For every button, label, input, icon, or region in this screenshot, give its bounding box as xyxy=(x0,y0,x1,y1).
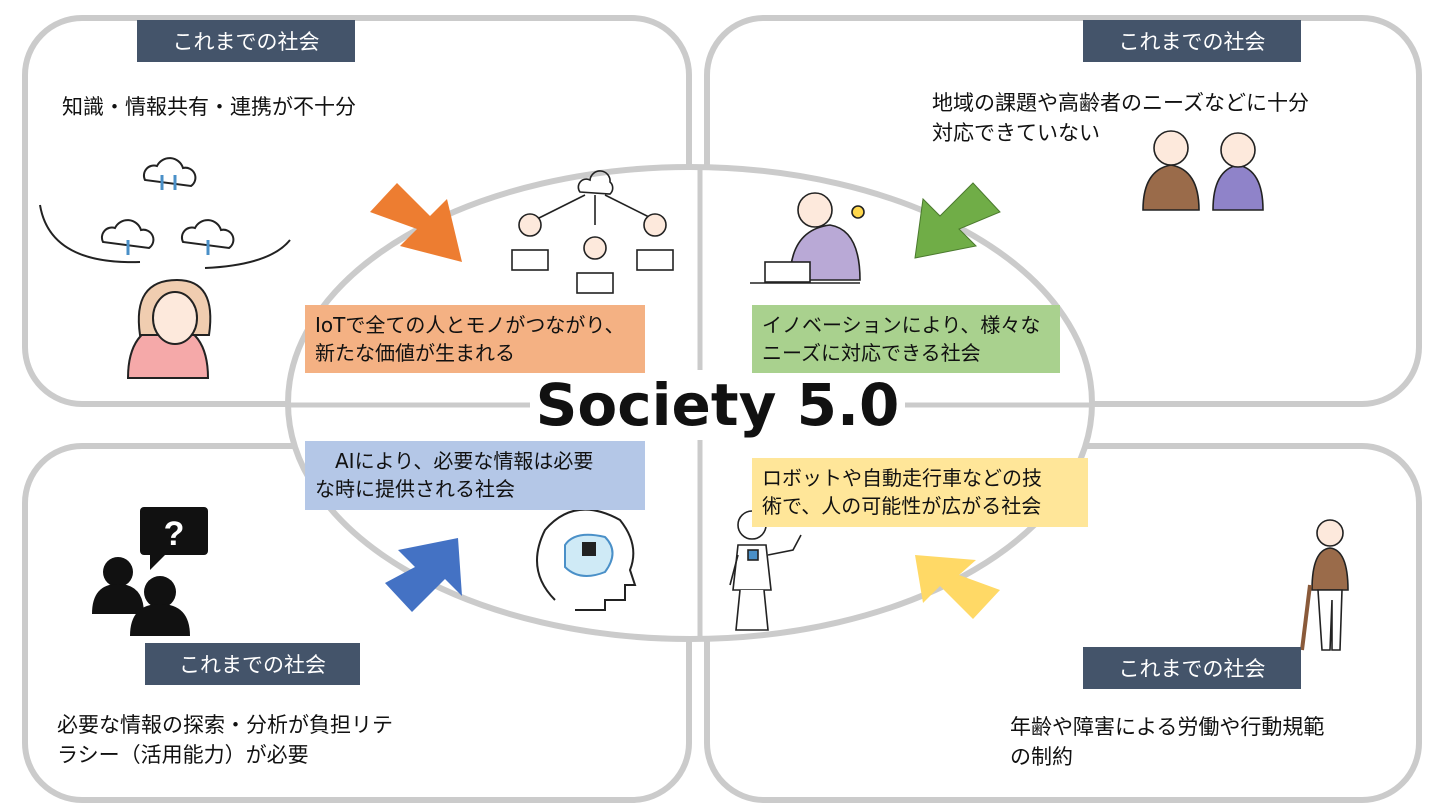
connected-people-illustration xyxy=(511,170,674,294)
text-line: 年齢や障害による労働や行動規範 xyxy=(1010,715,1325,739)
society-title: Society 5.0 xyxy=(530,370,905,440)
iot-box: IoTで全ての人とモノがつながり、 新たな価値が生まれる xyxy=(305,305,645,373)
tag-bottom-left: これまでの社会 xyxy=(145,643,360,685)
tag-top-left: これまでの社会 xyxy=(137,20,355,62)
top-right-text: 地域の課題や高齢者のニーズなどに十分 対応できていない xyxy=(932,88,1309,148)
woman-with-laptop-illustration xyxy=(750,192,865,284)
ai-box: AIにより、必要な情報は必要 な時に提供される社会 xyxy=(305,441,645,510)
elderly-man-with-cane-illustration xyxy=(1300,519,1349,651)
text-line: IoTで全ての人とモノがつながり、 xyxy=(315,313,625,337)
svg-text:?: ? xyxy=(164,515,185,553)
arrow-blue-icon xyxy=(385,538,462,612)
text-line: ラシー（活用能力）が必要 xyxy=(57,743,309,767)
bottom-right-text: 年齢や障害による労働や行動規範 の制約 xyxy=(1010,712,1324,772)
thinking-woman-illustration xyxy=(39,157,291,379)
text-line: の制約 xyxy=(1010,745,1073,769)
ai-brain-head-illustration xyxy=(536,508,637,611)
tag-top-right: これまでの社会 xyxy=(1083,20,1301,62)
innovation-box: イノベーションにより、様々な ニーズに対応できる社会 xyxy=(752,305,1060,373)
arrow-green-icon xyxy=(914,182,1001,259)
text-line: ロボットや自動走行車などの技 xyxy=(762,466,1042,490)
top-left-text: 知識・情報共有・連携が不十分 xyxy=(62,92,356,122)
elderly-couple-illustration xyxy=(1142,130,1264,211)
robot-box: ロボットや自動走行車などの技 術で、人の可能性が広がる社会 xyxy=(752,458,1088,527)
arrow-yellow-icon xyxy=(915,555,1000,619)
tag-bottom-right: これまでの社会 xyxy=(1083,647,1301,689)
text-line: な時に提供される社会 xyxy=(315,477,515,501)
text-line: イノベーションにより、様々な xyxy=(762,313,1041,337)
text-line: AIにより、必要な情報は必要 xyxy=(315,449,594,473)
text-line: 術で、人の可能性が広がる社会 xyxy=(762,494,1042,518)
text-line: 対応できていない xyxy=(932,121,1100,145)
question-people-icon: ? xyxy=(92,507,208,636)
text-line: 必要な情報の探索・分析が負担リテ xyxy=(57,713,393,737)
text-line: 知識・情報共有・連携が不十分 xyxy=(62,95,356,119)
text-line: 新たな価値が生まれる xyxy=(315,341,515,365)
text-line: 地域の課題や高齢者のニーズなどに十分 xyxy=(932,91,1309,115)
arrow-orange-icon xyxy=(370,183,462,262)
bottom-left-text: 必要な情報の探索・分析が負担リテ ラシー（活用能力）が必要 xyxy=(57,710,393,770)
text-line: ニーズに対応できる社会 xyxy=(762,341,981,365)
